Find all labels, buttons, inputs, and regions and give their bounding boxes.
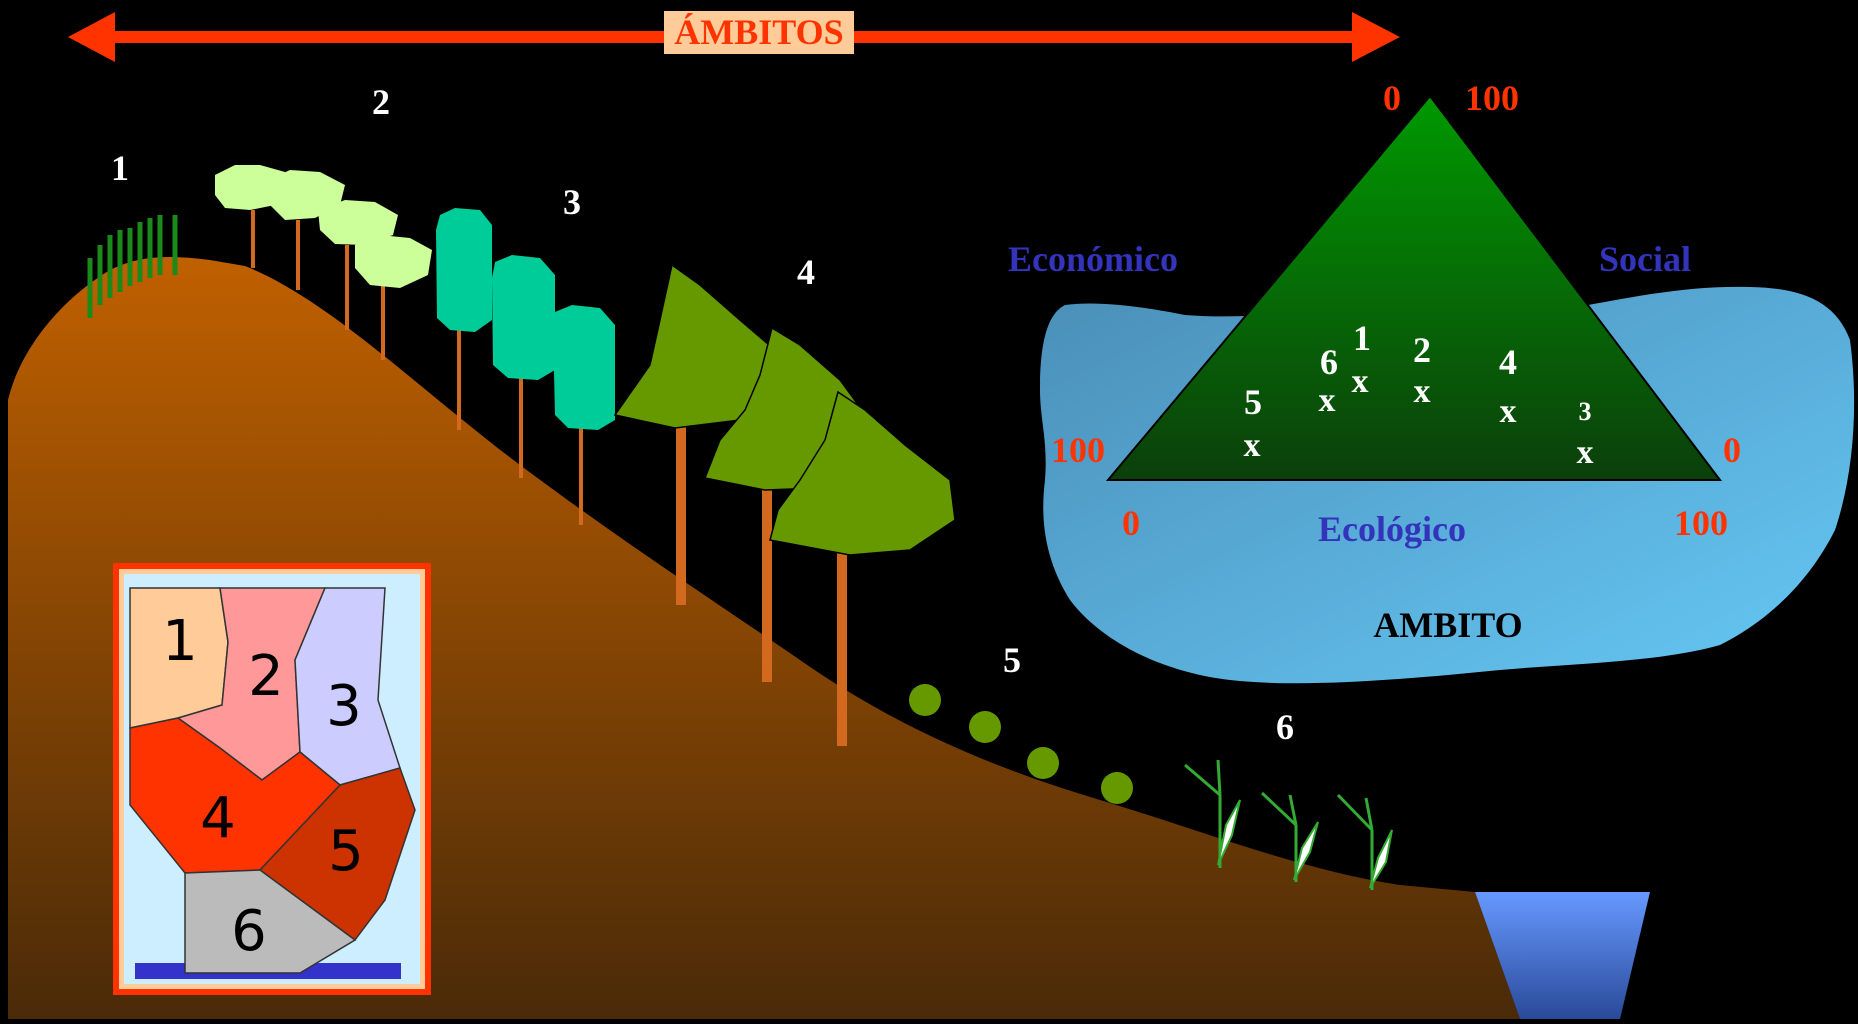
apex-left-value: 0 [1383,78,1401,118]
ambito-triangle [1105,94,1723,481]
region-label-4: 4 [200,786,236,851]
region-label-3: 3 [326,674,362,739]
bottom-left-value: 0 [1122,503,1140,543]
point-label-1: 1 [1353,318,1371,358]
zone-label-4: 4 [797,252,815,292]
ambito-caption: AMBITO [1373,605,1522,645]
point-marker-2: x [1414,373,1431,410]
inset-map: 1 2 3 4 5 6 [113,563,431,995]
region-4 [129,717,342,874]
left-value: 100 [1051,430,1105,470]
right-value: 0 [1723,430,1741,470]
point-label-3: 3 [1579,397,1592,426]
point-marker-5: x [1244,427,1261,464]
title-text: ÁMBITOS [674,12,843,52]
triangle-scale-values: 0 100 100 0 0 100 [1051,78,1741,543]
region-label-2: 2 [248,644,284,709]
title-box [664,11,854,54]
point-marker-4: x [1500,393,1517,430]
triangle-points: 1 x 2 x 3 x 4 x 5 x 6 x [1244,318,1594,471]
point-marker-3: x [1577,434,1594,471]
water-basin [1475,892,1650,1019]
zone-1-grass [87,215,178,318]
region-label-1: 1 [162,609,198,674]
point-label-5: 5 [1244,382,1262,422]
apex-right-value: 100 [1465,78,1519,118]
zone-6-reeds [1184,759,1393,890]
point-label-4: 4 [1499,342,1517,382]
axis-label-economic: Económico [1008,239,1178,279]
zone-3-trees [436,208,615,525]
zone-5-bushes [909,684,1133,804]
zone-label-1: 1 [111,148,129,188]
title-arrow: ÁMBITOS [68,11,1400,62]
axis-label-social: Social [1599,239,1691,279]
region-label-5: 5 [328,819,364,884]
bottom-right-value: 100 [1674,503,1728,543]
region-label-6: 6 [231,899,267,964]
zone-4-trees [613,263,956,746]
zone-label-2: 2 [372,82,390,122]
point-label-6: 6 [1320,342,1338,382]
zone-labels: 1 2 3 4 5 6 [111,82,1294,747]
point-marker-1: x [1352,363,1369,400]
zone-label-6: 6 [1276,707,1294,747]
zone-2-shrubs [215,165,432,360]
point-marker-6: x [1319,382,1336,419]
point-label-2: 2 [1413,330,1431,370]
axis-label-ecological: Ecológico [1318,509,1466,549]
zone-label-3: 3 [563,182,581,222]
region-6 [184,869,357,974]
zone-label-5: 5 [1003,640,1021,680]
